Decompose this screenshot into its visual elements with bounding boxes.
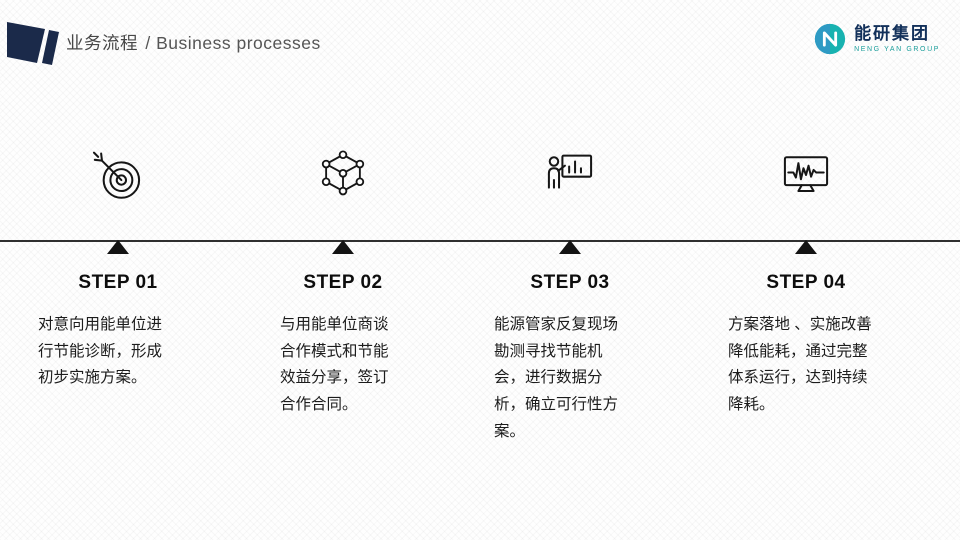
- presenter-chart-icon: [543, 148, 597, 202]
- logo-text: 能研集团 NENG YAN GROUP: [854, 24, 940, 53]
- step-marker-triangle: [107, 240, 129, 254]
- step-description: 对意向用能单位进行节能诊断，形成初步实施方案。: [38, 316, 163, 387]
- company-logo: 能研集团 NENG YAN GROUP: [813, 22, 940, 56]
- step-description: 与用能单位商谈合作模式和节能效益分享，签订合作合同。: [280, 316, 389, 413]
- monitor-waveform-icon: [779, 148, 833, 202]
- step-column-3: STEP 03 能源管家反复现场勘测寻找节能机会，进行数据分析，确立可行性方案。: [475, 148, 665, 493]
- target-dart-icon: [91, 148, 145, 202]
- step-marker-triangle: [332, 240, 354, 254]
- logo-icon: [814, 23, 846, 55]
- logo-tagline: NENG YAN GROUP: [854, 45, 940, 53]
- step-marker-triangle: [559, 240, 581, 254]
- logo-name: 能研集团: [854, 24, 931, 44]
- step-label: STEP 02: [303, 272, 383, 293]
- step-label: STEP 03: [530, 272, 610, 293]
- corner-ribbon-decoration: [7, 22, 59, 65]
- step-label: STEP 01: [78, 272, 158, 293]
- step-marker-triangle: [795, 240, 817, 254]
- step-column-4: STEP 04 方案落地 、实施改善 降低能耗，通过完整体系运行，达到持续降耗。: [711, 148, 901, 493]
- page-title: 业务流程 / Business processes: [66, 30, 321, 55]
- step-description: 能源管家反复现场勘测寻找节能机会，进行数据分析，确立可行性方案。: [494, 316, 619, 440]
- step-column-2: STEP 02 与用能单位商谈合作模式和节能效益分享，签订合作合同。: [248, 148, 438, 493]
- timeline-line: [0, 240, 960, 242]
- step-column-1: STEP 01 对意向用能单位进行节能诊断，形成初步实施方案。: [23, 148, 213, 493]
- step-description: 方案落地 、实施改善 降低能耗，通过完整体系运行，达到持续降耗。: [728, 316, 872, 413]
- cube-network-icon: [316, 148, 370, 202]
- page-title-zh: 业务流程: [66, 33, 138, 53]
- step-label: STEP 04: [766, 272, 846, 293]
- page-title-en: / Business processes: [145, 33, 321, 53]
